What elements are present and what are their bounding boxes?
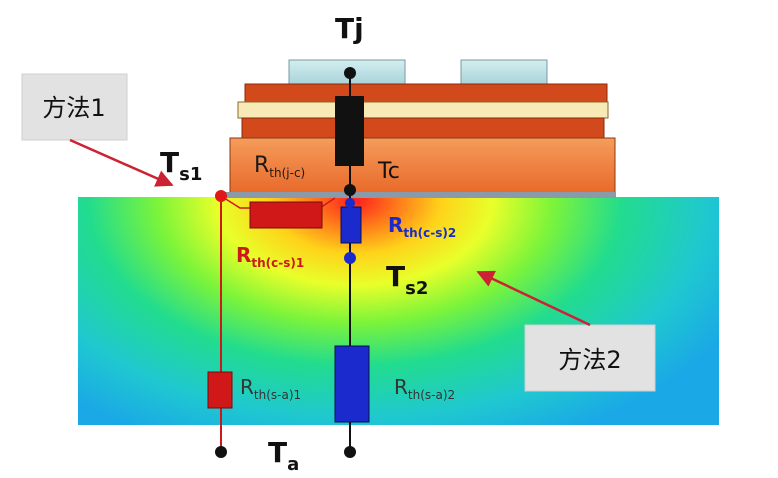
dbc-ceramic bbox=[237, 101, 609, 119]
dbc-copper-top bbox=[244, 83, 608, 103]
resistor-rth-jc bbox=[335, 96, 364, 166]
label-rth-sa2: Rth(s-a)2 bbox=[394, 375, 455, 402]
callout-method2-box bbox=[524, 324, 656, 392]
callout-method1-arrow bbox=[69, 138, 174, 187]
node-tj bbox=[344, 67, 356, 79]
label-ts1: Ts1 bbox=[160, 146, 202, 185]
label-tj: Tj bbox=[335, 12, 364, 45]
thermal-interface-layer bbox=[220, 192, 616, 198]
label-rth-sa1: Rth(s-a)1 bbox=[240, 375, 301, 402]
node-ta-right bbox=[344, 446, 356, 458]
baseplate-case bbox=[229, 137, 616, 194]
resistor-rth-sa2 bbox=[334, 345, 370, 423]
resistor-rth-cs1 bbox=[249, 201, 323, 229]
callout-method1-text: 方法1 bbox=[42, 94, 105, 122]
chip-right bbox=[460, 59, 548, 85]
node-ts2 bbox=[344, 252, 356, 264]
resistor-rth-cs2 bbox=[340, 206, 362, 244]
label-ta: Ta bbox=[268, 436, 299, 475]
dbc-copper-bottom bbox=[241, 117, 605, 139]
callout-method2-arrow bbox=[476, 270, 591, 327]
node-blue-top bbox=[345, 198, 355, 208]
callout-method2-text: 方法2 bbox=[558, 346, 621, 374]
label-rth-cs2: Rth(c-s)2 bbox=[388, 213, 456, 240]
label-rth-jc: Rth(j-c) bbox=[254, 153, 305, 180]
callout-method1-box bbox=[21, 73, 128, 141]
node-ta-left bbox=[215, 446, 227, 458]
label-rth-cs1: Rth(c-s)1 bbox=[236, 243, 304, 270]
node-ts1 bbox=[215, 190, 227, 202]
node-tc bbox=[344, 184, 356, 196]
resistor-rth-sa1 bbox=[207, 371, 233, 409]
label-ts2: Ts2 bbox=[386, 260, 428, 299]
label-tc: Tc bbox=[377, 159, 400, 184]
